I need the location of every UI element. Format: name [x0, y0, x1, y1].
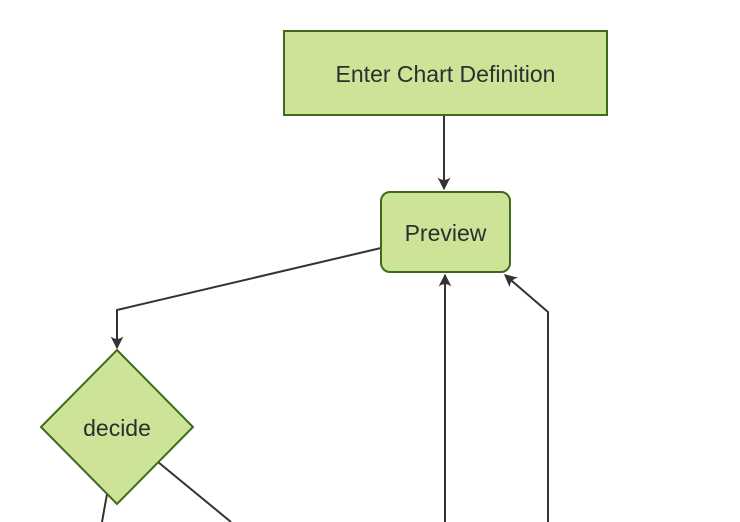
- edge-decide-to-offscreen-bottom-left: [101, 493, 108, 522]
- edge-preview-to-decide: [110, 247, 382, 350]
- node-preview: Preview: [380, 191, 511, 273]
- nodes-layer: Enter Chart Definition Preview decide: [39, 30, 608, 506]
- node-preview-shape: [380, 191, 511, 273]
- node-preview-label: Preview: [405, 220, 487, 246]
- edge-decide-to-offscreen-bottom-right: [157, 461, 232, 522]
- edges-layer: [101, 115, 549, 522]
- node-decide-label: decide: [83, 415, 151, 441]
- node-decide-shape: [39, 348, 195, 506]
- node-enter-chart-definition-shape: [283, 30, 608, 116]
- node-enter-chart-definition-label: Enter Chart Definition: [336, 61, 556, 87]
- node-enter-chart-definition: Enter Chart Definition: [283, 30, 608, 116]
- node-decide: decide: [39, 348, 195, 506]
- edge-offscreen-bottom-to-preview-2: [504, 274, 549, 522]
